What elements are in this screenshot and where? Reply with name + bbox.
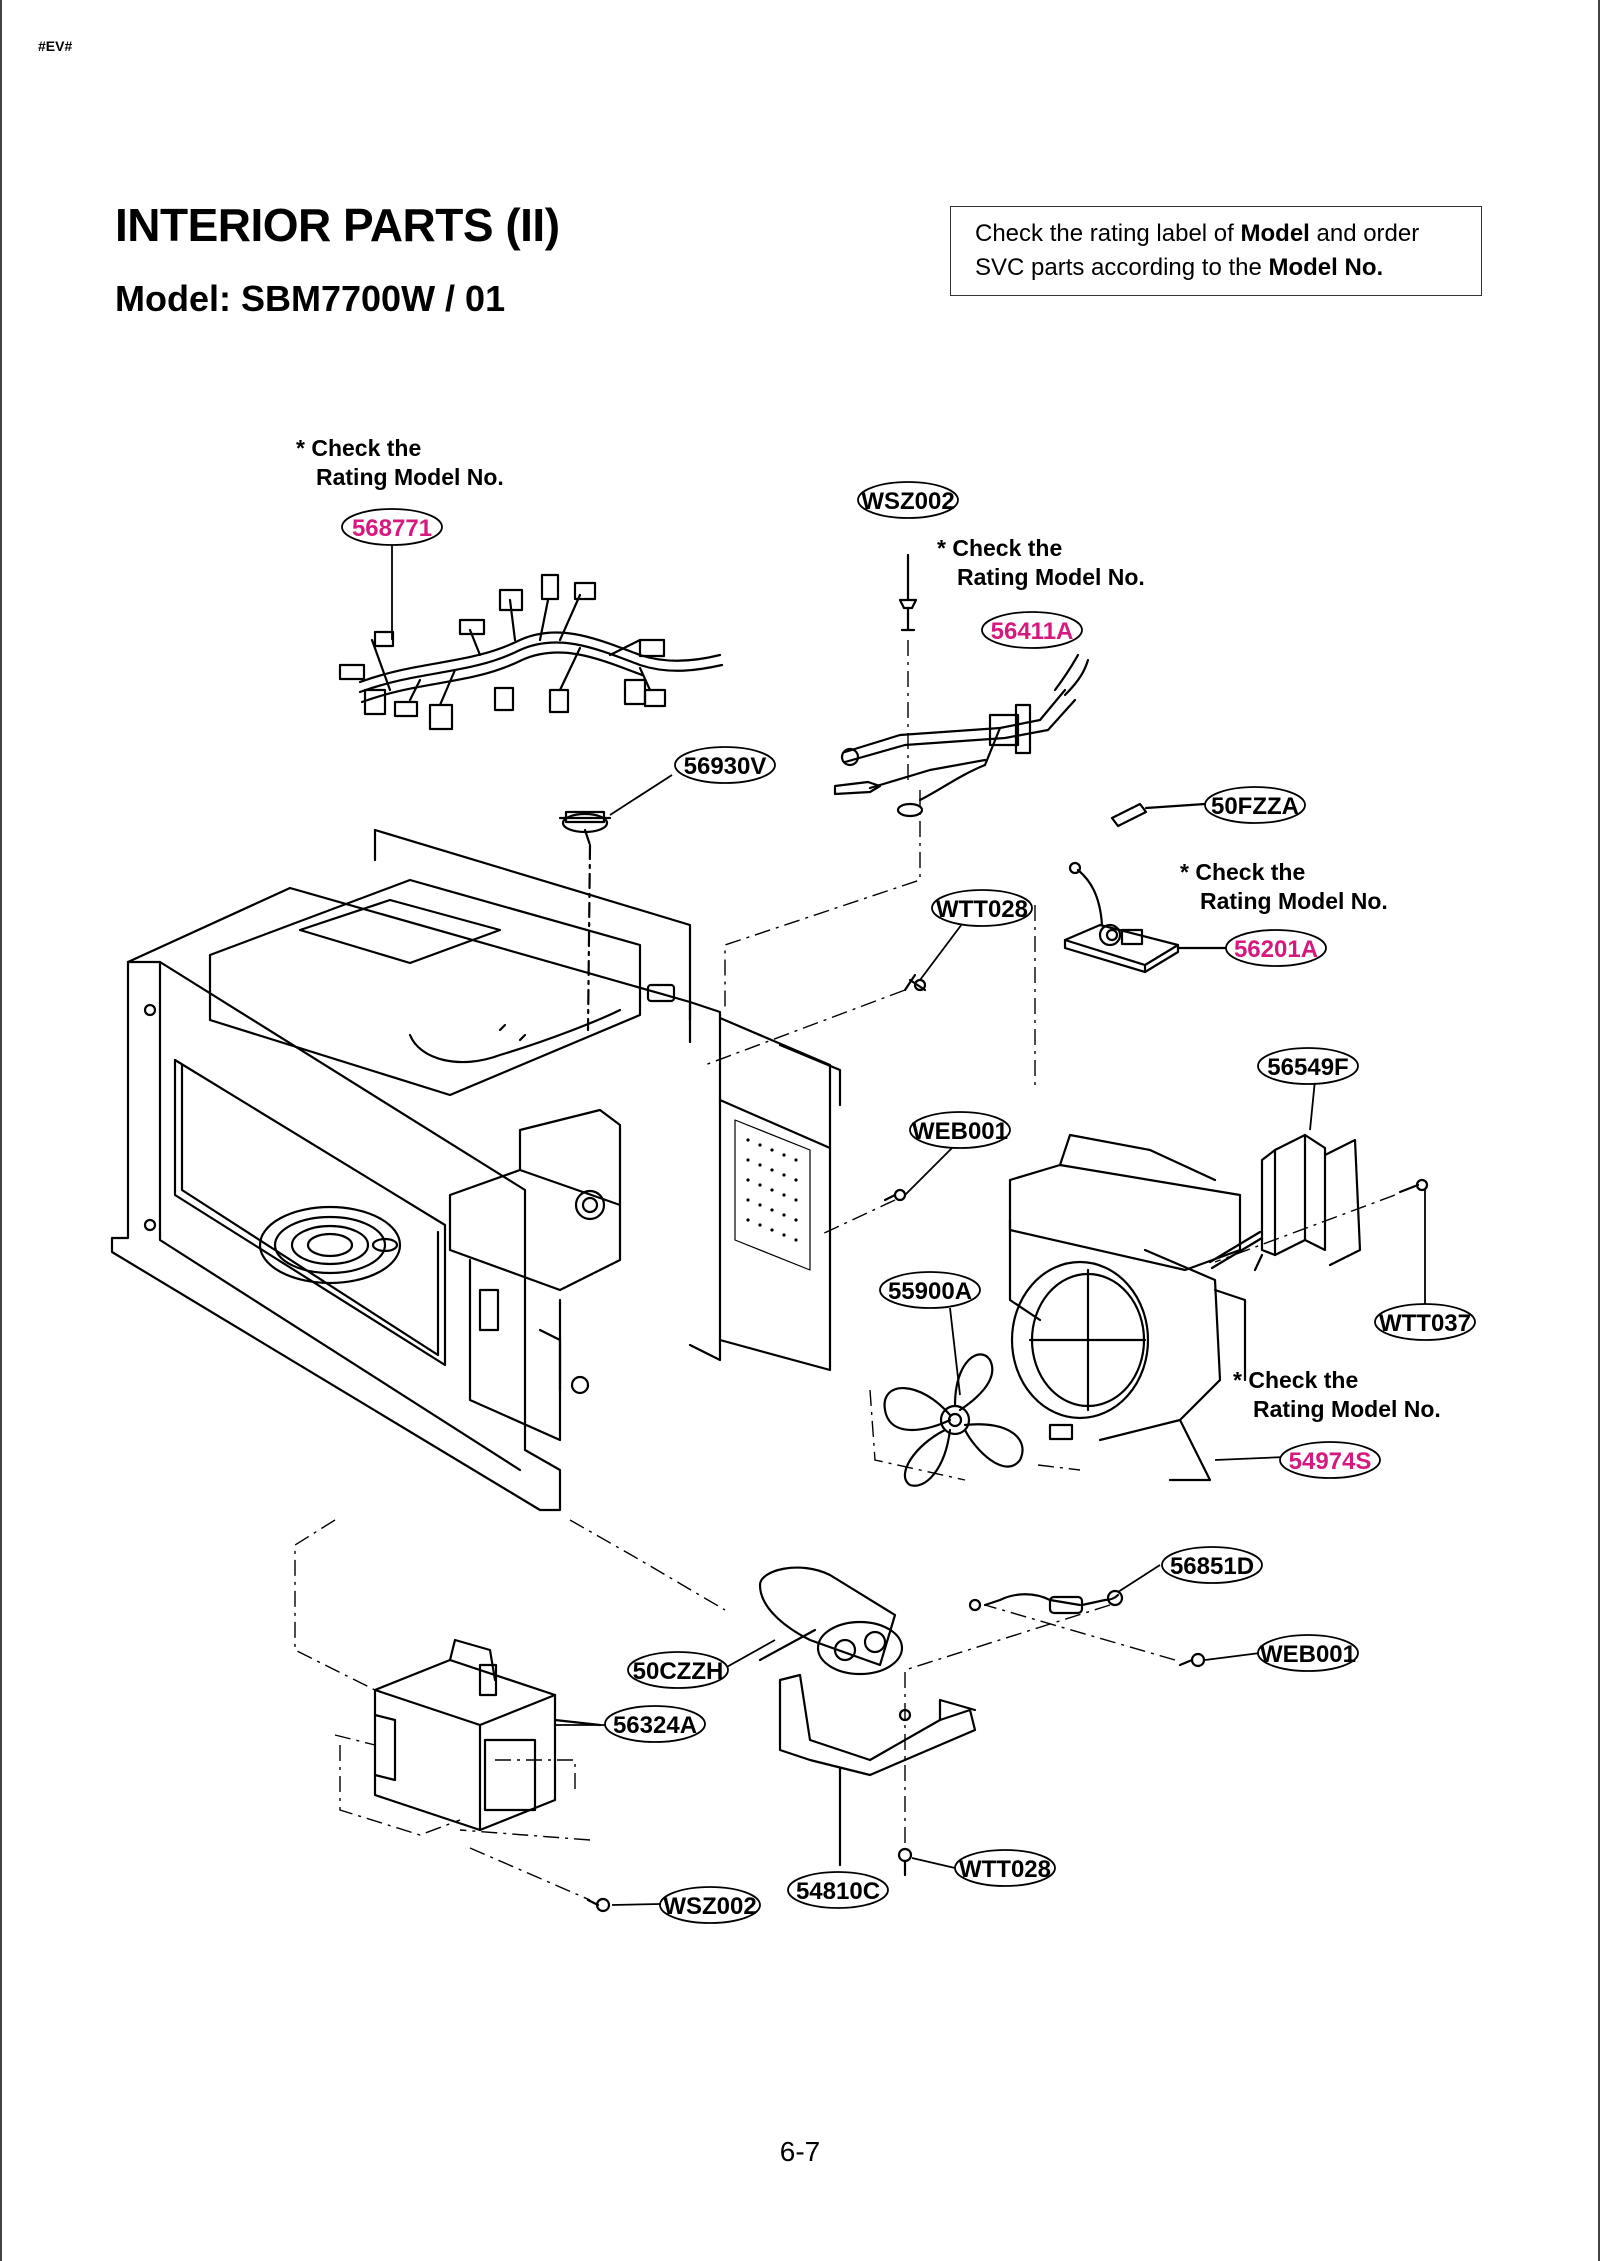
callout-55900a: 55900A — [879, 1271, 981, 1309]
callout-web001-bottom: WEB001 — [1257, 1634, 1359, 1672]
fan-blade-drawing — [883, 1353, 1024, 1487]
callout-wtt028-bottom: WTT028 — [954, 1849, 1056, 1887]
screw-drawings — [586, 620, 1429, 1913]
callout-label: 56930V — [684, 753, 767, 780]
power-cord-drawing — [833, 553, 1090, 818]
wire-harness-drawing — [338, 573, 724, 731]
model-subtitle: Model: SBM7700W / 01 — [115, 278, 506, 319]
callout-label: 56201A — [1234, 936, 1318, 963]
fan-motor-drawing — [1208, 1133, 1362, 1272]
rating-notes: * Check the Rating Model No. * Check the… — [296, 435, 1441, 1422]
note-harness-line2: Rating Model No. — [316, 464, 504, 490]
callout-54810c: 54810C — [787, 1871, 889, 1909]
callout-56411a: 56411A — [981, 611, 1083, 649]
callout-label: WTT028 — [959, 1856, 1051, 1883]
callout-56930v: 56930V — [674, 746, 776, 784]
callout-56549f: 56549F — [1257, 1047, 1359, 1085]
callout-label: 55900A — [888, 1278, 972, 1305]
fuse-drawing — [1110, 802, 1207, 828]
page-number: 6-7 — [779, 2136, 821, 2167]
notice-text-2: and order SVC parts according to the — [975, 220, 1420, 281]
note-filter-line1: * Check the — [1180, 859, 1305, 885]
callout-54974s: 54974S — [1279, 1441, 1381, 1479]
callout-label: WEB001 — [912, 1118, 1008, 1145]
oven-cavity-drawing — [110, 828, 842, 1512]
note-cord-line2: Rating Model No. — [957, 564, 1145, 590]
callout-label: 56549F — [1267, 1054, 1348, 1081]
callout-label: WTT037 — [1379, 1310, 1471, 1337]
callout-wtt037: WTT037 — [1374, 1303, 1476, 1341]
note-harness-line1: * Check the — [296, 435, 421, 461]
capacitor-drawing — [758, 1566, 904, 1676]
fan-duct-drawing — [1008, 1133, 1247, 1482]
callout-50czzh: 50CZZH — [627, 1651, 729, 1689]
note-filter-line2: Rating Model No. — [1200, 888, 1388, 914]
assembly-guide-lines — [294, 640, 1396, 1901]
callout-label: 56411A — [991, 618, 1074, 645]
page-title: INTERIOR PARTS (II) — [115, 199, 560, 251]
notice-bold-model-no: Model No. — [1268, 254, 1384, 281]
callout-labels: 568771 WSZ002 56411A 56930V 50FZZA WTT02… — [341, 481, 1476, 1924]
callout-label: 568771 — [352, 515, 432, 542]
note-cord-line1: * Check the — [937, 535, 1062, 561]
callout-label: WTT028 — [936, 896, 1028, 923]
transformer-drawing — [373, 1638, 602, 1832]
notice-bold-model: Model — [1240, 220, 1310, 247]
thermostat-drawing — [558, 810, 612, 1032]
callout-50fzza: 50FZZA — [1204, 786, 1306, 824]
callout-label: WSZ002 — [861, 488, 954, 515]
callout-56201a: 56201A — [1225, 929, 1327, 967]
rating-notice-box: Check the rating label of Model and orde… — [950, 206, 1482, 296]
callout-label: 56324A — [613, 1712, 697, 1739]
note-duct-line1: * Check the — [1233, 1367, 1358, 1393]
callout-label: 50FZZA — [1211, 793, 1299, 820]
notice-text-1: Check the rating label of — [975, 220, 1241, 247]
page-border-right — [1598, 0, 1600, 2261]
callout-wsz002-bottom: WSZ002 — [659, 1886, 761, 1924]
callout-web001-top: WEB001 — [909, 1111, 1011, 1149]
callout-568771: 568771 — [341, 508, 443, 546]
callout-label: 54810C — [796, 1878, 880, 1905]
page-border-left — [0, 0, 2, 2261]
note-duct-line2: Rating Model No. — [1253, 1396, 1441, 1422]
corner-tag: #EV# — [38, 38, 73, 54]
callout-wtt028-top: WTT028 — [931, 889, 1033, 927]
callout-56324a: 56324A — [604, 1705, 706, 1743]
callout-label: WSZ002 — [663, 1893, 756, 1920]
callout-label: WEB001 — [1260, 1641, 1356, 1668]
callout-56851d: 56851D — [1161, 1546, 1263, 1584]
callout-label: 50CZZH — [633, 1658, 724, 1685]
callout-leaders — [391, 545, 1426, 1906]
callout-label: 56851D — [1170, 1553, 1254, 1580]
capacitor-bracket-drawing — [778, 1673, 977, 1867]
ferrite-cord-drawing — [968, 1589, 1124, 1615]
callout-wsz002-top: WSZ002 — [857, 481, 959, 519]
callout-label: 54974S — [1289, 1448, 1372, 1475]
